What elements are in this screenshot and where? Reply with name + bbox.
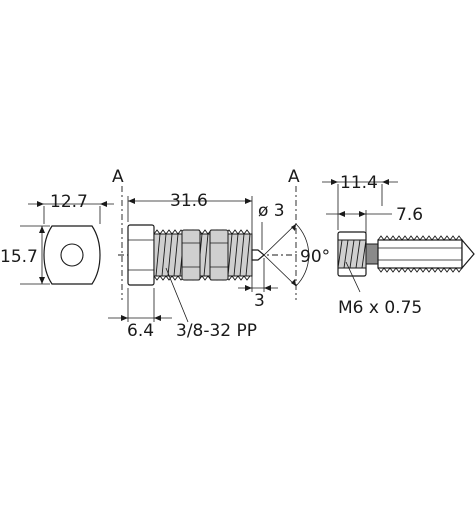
front-view-outline	[43, 225, 101, 285]
section-tip	[461, 238, 475, 270]
section-inner-label: 7.6	[396, 205, 423, 225]
section-view: 11.4 7.6 M6 x 0.75	[322, 173, 475, 318]
contact-tip	[251, 249, 265, 261]
side-view: A A 31.6 ø 3	[108, 167, 330, 341]
section-length-label: 11.4	[340, 173, 378, 193]
section-a-right-label: A	[288, 167, 300, 187]
length-label: 31.6	[170, 191, 208, 211]
front-view-bore	[60, 243, 84, 267]
nut-2	[209, 229, 229, 281]
head-length-label: 6.4	[127, 321, 154, 341]
section-sleeve	[365, 243, 379, 265]
hex-head	[127, 224, 155, 286]
tip-length-label: 3	[254, 291, 265, 311]
height-front-label: 15.7	[0, 247, 38, 267]
tip-diameter-label: ø 3	[258, 201, 285, 221]
thread-spec-label: 3/8-32 PP	[176, 321, 257, 341]
section-shaft	[377, 239, 463, 269]
width-front-label: 12.7	[50, 192, 88, 212]
nut-1	[181, 229, 201, 281]
tip-angle-label: 90°	[300, 247, 330, 267]
front-view: 12.7 15.7	[0, 192, 114, 285]
section-a-left-label: A	[112, 167, 124, 187]
metric-thread-label: M6 x 0.75	[338, 298, 422, 318]
